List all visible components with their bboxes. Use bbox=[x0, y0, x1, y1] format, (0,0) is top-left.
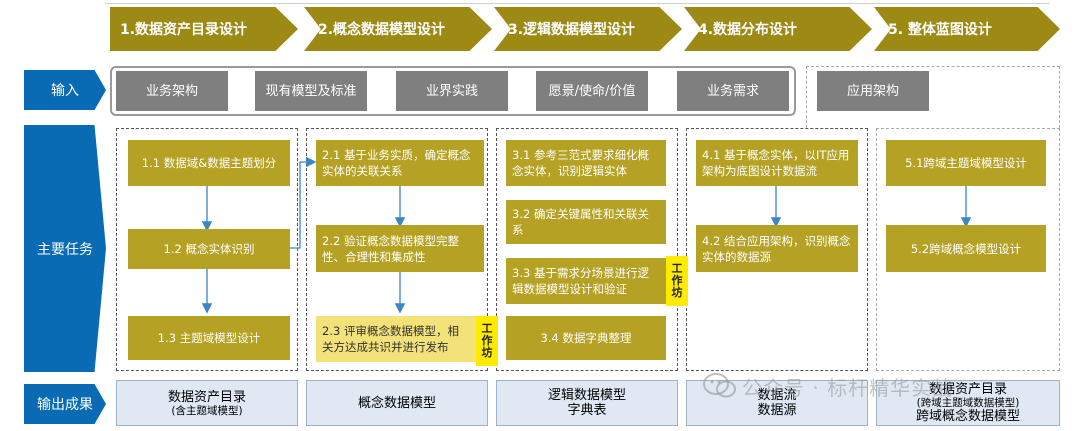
task-5-1: 5.1跨域主题域模型设计 bbox=[886, 140, 1046, 186]
stage-chevron-1: 1.数据资产目录设计 bbox=[110, 7, 298, 51]
task-1-2: 1.2 概念实体识别 bbox=[128, 229, 290, 269]
input-vision-mission-value: 愿景/使命/价值 bbox=[536, 71, 648, 111]
task-1-3: 1.3 主题域模型设计 bbox=[128, 316, 290, 360]
output-3: 逻辑数据模型 字典表 bbox=[496, 380, 678, 426]
output-2-main: 概念数据模型 bbox=[357, 395, 436, 411]
output-3-line2: 字典表 bbox=[567, 403, 607, 418]
task-4-1: 4.1 基于概念实体，以IT应用架构为底图设计数据流 bbox=[696, 140, 858, 186]
stage-3-tasks-frame bbox=[496, 128, 678, 371]
output-5: 数据资产目录 (跨域主题域数据模型) 跨域概念数据模型 bbox=[876, 380, 1060, 426]
task-2-3: 2.3 评审概念数据模型，相关方达成共识并进行发布 bbox=[316, 316, 476, 362]
stage-5-tasks-frame bbox=[876, 128, 1060, 371]
output-3-line1: 逻辑数据模型 bbox=[547, 388, 626, 403]
input-business-requirements: 业务需求 bbox=[677, 71, 789, 111]
output-5-sub: (跨域主题域数据模型) bbox=[916, 397, 1020, 409]
input-application-architecture: 应用架构 bbox=[817, 71, 929, 111]
stage-1-tasks-frame bbox=[116, 128, 298, 371]
workshop-badge-stage-3: 工作坊 bbox=[666, 256, 688, 306]
task-1-1: 1.1 数据域&数据主题划分 bbox=[128, 140, 290, 186]
output-4-line2: 数据源 bbox=[757, 403, 797, 418]
stage-chevron-5: 5. 整体蓝图设计 bbox=[874, 7, 1060, 51]
task-2-1: 2.1 基于业务实质，确定概念实体的关联关系 bbox=[316, 140, 484, 186]
task-4-2: 4.2 结合应用架构，识别概念实体的数据源 bbox=[696, 225, 858, 272]
stage-chevron-4: 4.数据分布设计 bbox=[684, 7, 872, 51]
stage-chevron-3: 3.逻辑数据模型设计 bbox=[494, 7, 682, 51]
row-label-output: 输出成果 bbox=[24, 384, 106, 424]
task-5-2: 5.2跨域概念模型设计 bbox=[886, 225, 1046, 272]
output-5-main: 数据资产目录 bbox=[928, 382, 1007, 397]
row-label-input: 输入 bbox=[24, 70, 106, 110]
top-rule bbox=[105, 3, 1050, 4]
workshop-badge-stage-2: 工作坊 bbox=[476, 316, 498, 366]
stage-chevron-2: 2.概念数据模型设计 bbox=[304, 7, 492, 51]
output-1: 数据资产目录 (含主题域模型) bbox=[116, 380, 298, 426]
task-3-3: 3.3 基于需求分场景进行逻辑数据模型设计和验证 bbox=[506, 258, 666, 304]
output-4-line1: 数据流 bbox=[757, 388, 797, 403]
input-industry-practice: 业界实践 bbox=[396, 71, 508, 111]
output-1-main: 数据资产目录 bbox=[167, 389, 246, 405]
task-2-2: 2.2 验证概念数据模型完整性、合理性和集成性 bbox=[316, 225, 484, 272]
input-group-frame bbox=[110, 66, 796, 116]
input-right-frame bbox=[806, 66, 1060, 128]
output-1-sub: (含主题域模型) bbox=[171, 404, 243, 417]
row-label-tasks: 主要任务 bbox=[24, 125, 106, 372]
watermark-wechat-icon bbox=[703, 372, 737, 400]
input-existing-models-standards: 现有模型及标准 bbox=[255, 71, 367, 111]
task-3-2: 3.2 确定关键属性和关联关系 bbox=[506, 200, 666, 244]
task-3-1: 3.1 参考三范式要求细化概念实体，识别逻辑实体 bbox=[506, 140, 666, 186]
input-business-architecture: 业务架构 bbox=[116, 71, 228, 111]
output-2: 概念数据模型 bbox=[306, 380, 488, 426]
task-3-4: 3.4 数据字典整理 bbox=[506, 316, 666, 360]
watermark-text: 公众号 · 标杆精华实战 bbox=[742, 376, 954, 400]
output-5-line3: 跨域概念数据模型 bbox=[915, 409, 1020, 424]
stage-4-tasks-frame bbox=[686, 128, 868, 371]
stage-2-tasks-frame bbox=[306, 128, 488, 371]
